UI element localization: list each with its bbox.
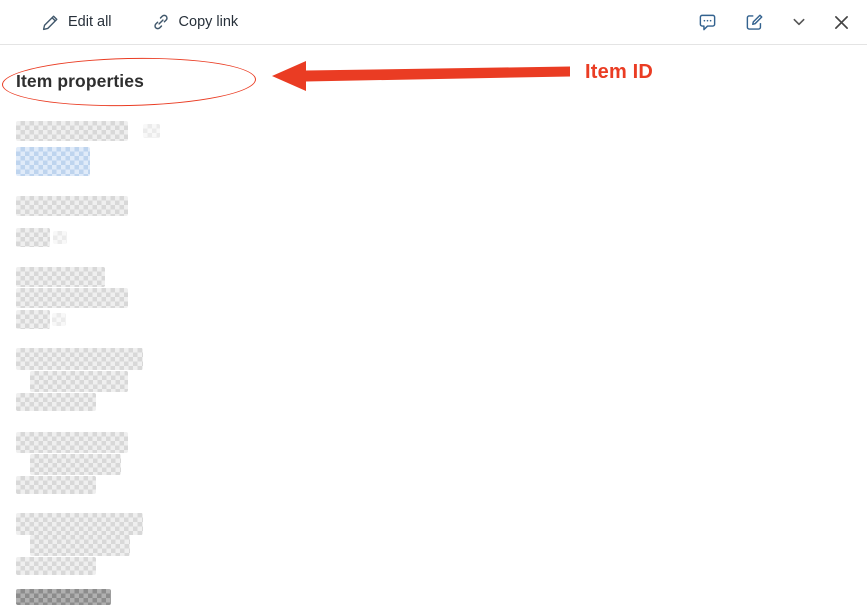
close-icon xyxy=(835,15,848,29)
arrow-icon xyxy=(272,61,570,91)
notes-icon xyxy=(746,14,763,30)
comment-icon xyxy=(699,14,716,30)
redacted-field xyxy=(16,228,50,247)
link-icon xyxy=(153,14,168,30)
annotation-label: Item ID xyxy=(585,61,654,83)
redacted-field xyxy=(16,310,50,329)
toolbar-right-group xyxy=(696,11,851,34)
redacted-field xyxy=(52,313,66,326)
toolbar: Edit all Copy link xyxy=(0,0,867,45)
copy-link-label: Copy link xyxy=(178,14,239,30)
chevron-down-icon xyxy=(793,18,805,26)
redacted-field xyxy=(30,535,130,556)
pencil-icon xyxy=(42,15,58,30)
close-button[interactable] xyxy=(832,13,851,32)
redacted-field xyxy=(16,147,90,176)
redacted-field xyxy=(143,124,160,138)
redacted-field xyxy=(16,348,143,370)
redacted-field xyxy=(16,432,128,453)
redacted-field xyxy=(16,267,105,287)
redacted-field xyxy=(16,121,128,141)
redacted-field xyxy=(16,288,128,308)
redacted-field xyxy=(30,371,128,392)
comments-button[interactable] xyxy=(696,11,719,34)
annotation-arrow xyxy=(272,57,574,93)
more-options-button[interactable] xyxy=(790,13,808,31)
edit-all-label: Edit all xyxy=(68,14,112,30)
redacted-field xyxy=(53,231,67,244)
redacted-field xyxy=(30,454,121,475)
redacted-field xyxy=(16,513,143,535)
panel-title: Item properties xyxy=(16,71,144,91)
redacted-field xyxy=(16,476,96,494)
edit-all-button[interactable]: Edit all xyxy=(36,10,118,35)
redacted-field xyxy=(16,557,96,575)
copy-link-button[interactable]: Copy link xyxy=(146,9,245,35)
notes-button[interactable] xyxy=(743,11,766,34)
redacted-field xyxy=(16,393,96,411)
redacted-field xyxy=(16,196,128,216)
redacted-field xyxy=(16,589,111,605)
